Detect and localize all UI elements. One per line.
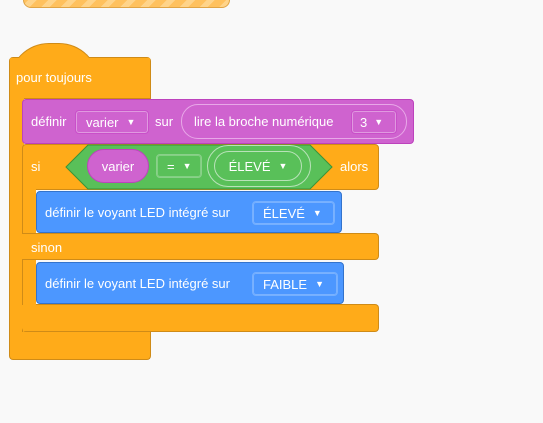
read-pin-label: lire la broche numérique xyxy=(194,114,334,129)
set-label: définir xyxy=(31,114,67,129)
variable-dropdown-value: varier xyxy=(86,114,119,130)
led-else-value: FAIBLE xyxy=(263,276,308,292)
if-block-bottom xyxy=(22,304,379,332)
chevron-down-icon: ▼ xyxy=(126,117,136,127)
else-label: sinon xyxy=(31,240,63,255)
forever-hat-fill xyxy=(10,58,150,98)
then-label: alors xyxy=(340,159,369,174)
partial-block-top[interactable] xyxy=(23,0,230,8)
forever-bottom-fill xyxy=(10,328,23,338)
operator-dropdown[interactable]: = ▼ xyxy=(156,154,202,178)
chevron-down-icon: ▼ xyxy=(182,161,192,171)
chevron-down-icon: ▼ xyxy=(315,279,324,289)
forever-label: pour toujours xyxy=(16,70,92,85)
if-label: si xyxy=(31,159,41,174)
pin-dropdown[interactable]: 3 ▼ xyxy=(351,110,397,134)
variable-reporter-varier[interactable]: varier xyxy=(87,149,149,183)
else-bar xyxy=(22,233,379,260)
chevron-down-icon: ▼ xyxy=(312,208,322,218)
if-bottom-fill xyxy=(23,300,36,331)
led-then-label: définir le voyant LED intégré sur xyxy=(45,205,230,220)
operator-value: = xyxy=(167,158,175,174)
chevron-down-icon: ▼ xyxy=(374,117,384,127)
led-then-value: ÉLEVÉ xyxy=(263,205,305,221)
led-else-label: définir le voyant LED intégré sur xyxy=(45,276,230,291)
led-then-dropdown[interactable]: ÉLEVÉ ▼ xyxy=(252,201,335,225)
value-dropdown[interactable]: ÉLEVÉ ▼ xyxy=(214,151,302,181)
forever-arm-fill xyxy=(10,97,24,333)
forever-block-bottom xyxy=(9,332,151,360)
on-label: sur xyxy=(155,114,174,129)
read-digital-pin-reporter[interactable]: lire la broche numérique xyxy=(181,104,407,139)
chevron-down-icon: ▼ xyxy=(278,161,288,171)
led-else-dropdown[interactable]: FAIBLE ▼ xyxy=(252,272,338,296)
variable-dropdown[interactable]: varier ▼ xyxy=(75,110,149,134)
condition-variable-label: varier xyxy=(101,158,135,174)
condition-value: ÉLEVÉ xyxy=(228,158,271,174)
pin-value: 3 xyxy=(360,114,368,130)
